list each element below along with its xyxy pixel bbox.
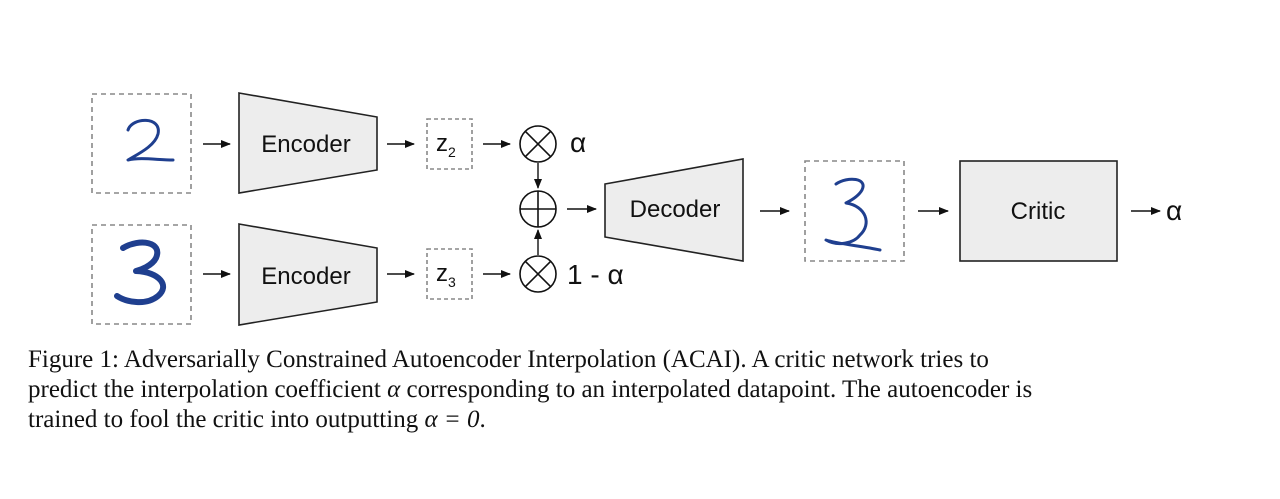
digit-two-top-stroke (126, 118, 175, 162)
input-image-top (91, 93, 192, 194)
critic-output-alpha: α (1166, 195, 1182, 226)
multiply-bottom-icon (519, 255, 557, 293)
latent-z3: z3 (436, 260, 456, 290)
input-image-bottom (91, 224, 192, 325)
caption-line-3: trained to fool the critic into outputti… (28, 406, 486, 433)
critic (959, 160, 1118, 262)
weight-top: α (570, 127, 586, 158)
encoder-bottom-label: Encoder (261, 263, 350, 290)
add-icon (519, 190, 557, 228)
decoder-label: Decoder (630, 196, 721, 223)
decoder (604, 158, 744, 262)
caption-line-1: Figure 1: Adversarially Constrained Auto… (28, 346, 989, 373)
latent-z2-box (426, 118, 473, 170)
figure-caption: Figure 1: Adversarially Constrained Auto… (28, 345, 1260, 435)
digit-two-output-stroke (824, 177, 882, 252)
caption-line-2: predict the interpolation coefficient α … (28, 376, 1033, 403)
multiply-top-icon (519, 125, 557, 163)
output-image (804, 160, 905, 262)
encoder-top-label: Encoder (261, 131, 350, 158)
acai-diagram: 2 3 Encoder Encoder z2 z3 α 1 - α (91, 92, 1182, 326)
caption-alpha: α (387, 376, 401, 403)
latent-z2: z2 (436, 130, 456, 160)
weight-bottom: 1 - α (567, 259, 624, 290)
encoder-top (238, 92, 378, 194)
caption-alpha-equation: α = 0 (424, 406, 480, 433)
digit-three-bottom-stroke (114, 239, 166, 305)
critic-label: Critic (1011, 198, 1066, 225)
latent-z3-box (426, 248, 473, 300)
encoder-bottom (238, 223, 378, 326)
